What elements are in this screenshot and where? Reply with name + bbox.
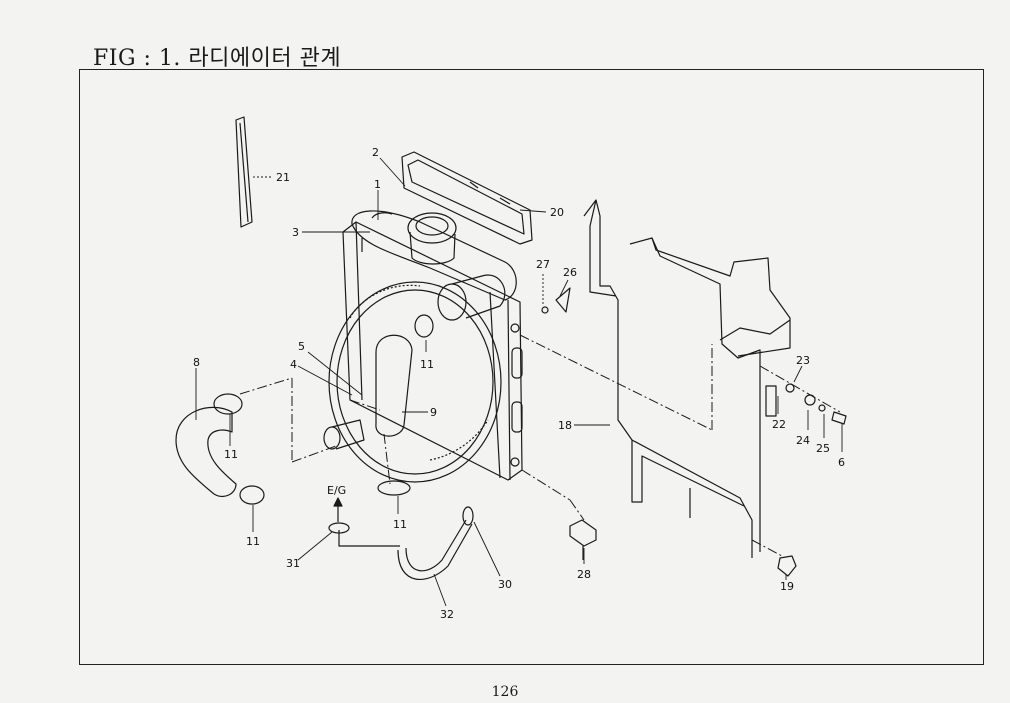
small-hardware-parts: [541, 287, 847, 425]
lower-pipe-stub-part: [323, 419, 365, 450]
callout-26: 26: [563, 266, 577, 279]
callout-3: 3: [292, 226, 299, 239]
callout-1: 1: [374, 178, 381, 191]
callout-31: 31: [286, 557, 300, 570]
callout-2: 2: [372, 146, 379, 159]
radiator-cap-part: [407, 212, 457, 265]
callout-24: 24: [796, 434, 810, 447]
callout-11-bottom: 11: [246, 535, 260, 548]
page-title: FIG : 1. 라디에이터 관계: [93, 46, 342, 71]
lower-hose-part: [175, 406, 237, 497]
callout-27: 27: [536, 258, 550, 271]
hose-clamp-part: [213, 314, 434, 505]
seal-strip-part: [235, 116, 253, 228]
upper-outlet-pipe-part: [437, 274, 506, 321]
mount-part: [777, 555, 797, 577]
callout-5: 5: [298, 340, 305, 353]
callout-11-lower: 11: [393, 518, 407, 531]
callout-labels: 21 2 1 3 20 27 26 5 4 8 9 11 11 11 11 18…: [193, 146, 845, 621]
side-frame-part: [583, 199, 791, 558]
engine-label: E/G: [327, 484, 346, 497]
bolt-part: [569, 519, 597, 560]
page-number: 126: [491, 684, 519, 700]
inner-hose-part: [375, 334, 413, 437]
callout-18: 18: [558, 419, 572, 432]
fan-shroud-part: [328, 281, 502, 483]
callout-11-left: 11: [224, 448, 238, 461]
callout-22: 22: [772, 418, 786, 431]
callout-11-upper: 11: [420, 358, 434, 371]
callout-21: 21: [276, 171, 290, 184]
engine-arrow: [333, 497, 343, 522]
figure-frame: [79, 69, 984, 665]
upper-shroud-part: [401, 151, 533, 245]
callout-28: 28: [577, 568, 591, 581]
radiator-core-part: [342, 221, 523, 481]
upper-tank-part: [351, 210, 517, 301]
callout-4: 4: [290, 358, 297, 371]
callout-23: 23: [796, 354, 810, 367]
leader-lines: [195, 157, 843, 607]
callout-8: 8: [193, 356, 200, 369]
callout-9: 9: [430, 406, 437, 419]
assembly-lines: [239, 334, 841, 557]
callout-30: 30: [498, 578, 512, 591]
drain-hose-part: [328, 506, 474, 580]
callout-20: 20: [550, 206, 564, 219]
callout-6: 6: [838, 456, 845, 469]
callout-32: 32: [440, 608, 454, 621]
callout-25: 25: [816, 442, 830, 455]
callout-19: 19: [780, 580, 794, 593]
